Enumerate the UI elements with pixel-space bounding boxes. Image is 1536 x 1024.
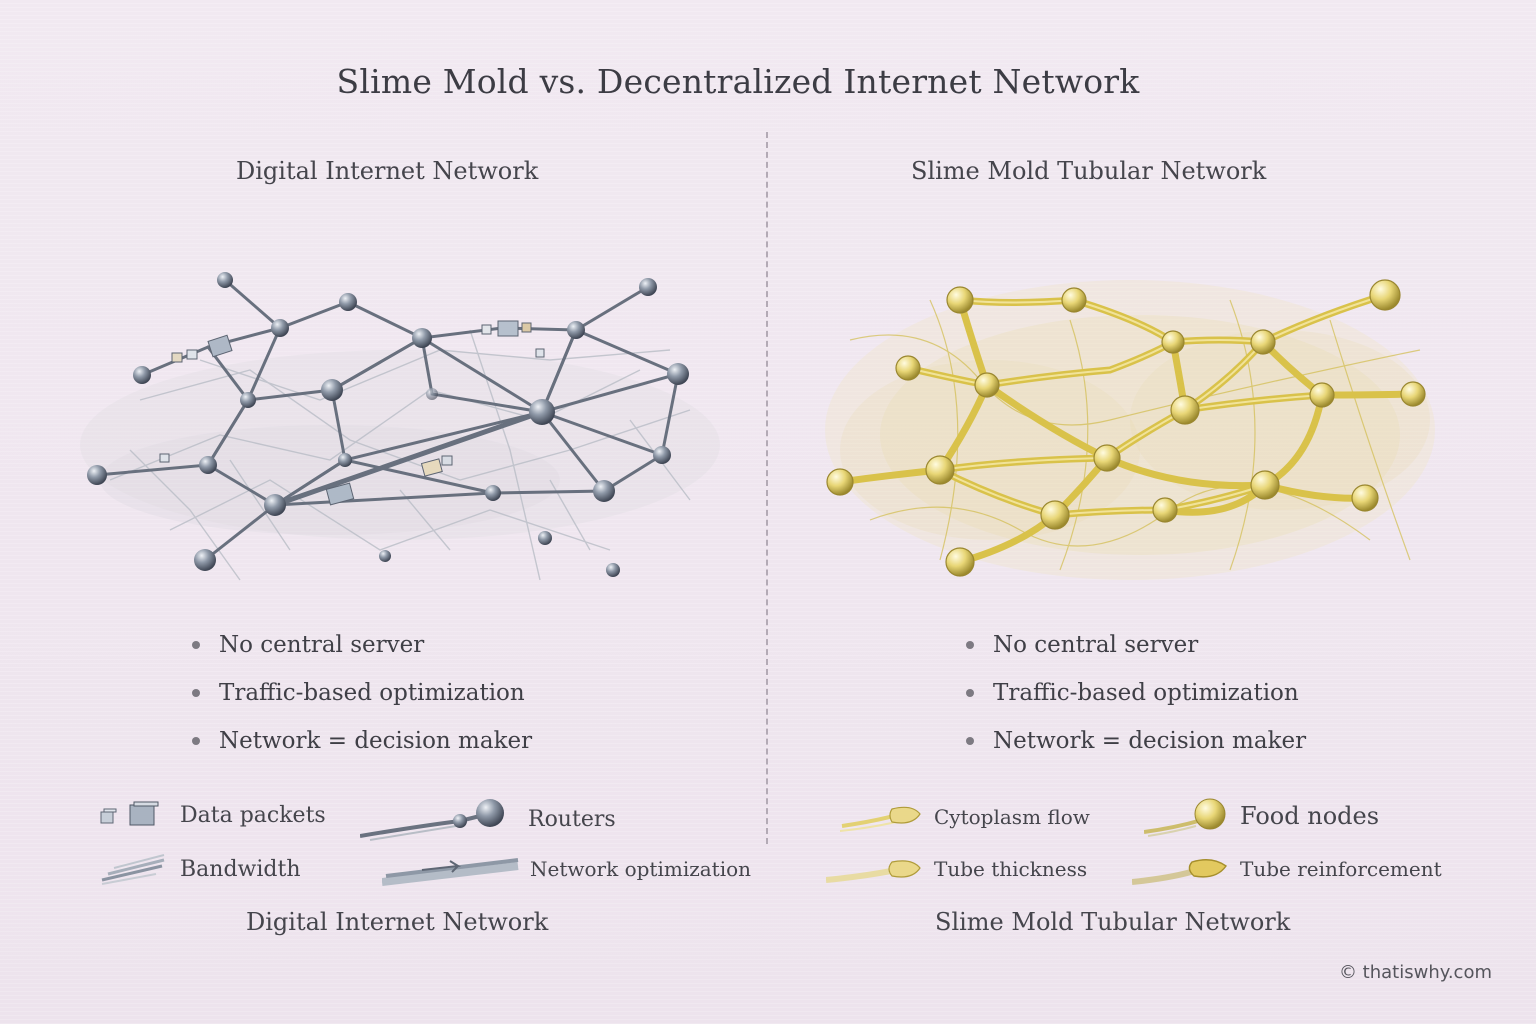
slime-panel-title: Slime Mold Tubular Network [911, 157, 1267, 185]
internet-bullet-list: No central server Traffic-based optimiza… [192, 628, 532, 772]
tube-reinforcement-icon [1132, 859, 1227, 885]
internet-faint-links [109, 329, 691, 581]
router-node [339, 293, 357, 311]
router-node [133, 366, 151, 384]
bullet-dot-icon [966, 737, 974, 745]
router-node [321, 379, 343, 401]
cytoplasm-flow-icon [840, 806, 921, 832]
router-node [653, 446, 671, 464]
food-node [1250, 329, 1276, 355]
bullet-dot-icon [192, 689, 200, 697]
legend-data-packets: Data packets [98, 800, 326, 830]
bullet-item: No central server [966, 628, 1306, 676]
data-packet [186, 349, 198, 360]
data-packet [481, 324, 492, 335]
data-packet [441, 455, 453, 466]
router-node [485, 485, 501, 501]
network-optimization-icon [382, 858, 519, 886]
router-node [338, 453, 352, 467]
router-node [199, 456, 217, 474]
internet-routers [87, 272, 689, 577]
food-node [945, 547, 975, 577]
food-node [1400, 381, 1426, 407]
bullet-dot-icon [192, 641, 200, 649]
bullet-dot-icon [966, 641, 974, 649]
router-node [639, 278, 657, 296]
food-node-icon [1144, 798, 1226, 837]
internet-network-diagram [80, 272, 720, 581]
slime-bullet-list: No central server Traffic-based optimiza… [966, 628, 1306, 772]
slime-network-diagram [825, 279, 1435, 580]
bullet-dot-icon [192, 737, 200, 745]
food-node [925, 455, 955, 485]
copyright-text: © thatiswhy.com [1338, 962, 1492, 983]
data-packet [420, 458, 443, 477]
page-title: Slime Mold vs. Decentralized Internet Ne… [336, 62, 1140, 101]
router-node [379, 550, 391, 562]
router-node [667, 363, 689, 385]
data-packet [207, 334, 233, 358]
food-node [1369, 279, 1401, 311]
data-packet [171, 352, 183, 363]
slime-caption: Slime Mold Tubular Network [935, 908, 1291, 936]
food-node [895, 355, 921, 381]
bullet-item: Network = decision maker [966, 724, 1306, 772]
food-node [974, 372, 1000, 398]
bullet-item: Network = decision maker [192, 724, 532, 772]
food-node [1309, 382, 1335, 408]
router-node [538, 531, 552, 545]
bullet-item: No central server [192, 628, 532, 676]
data-packet [159, 453, 170, 463]
internet-data-packets [159, 320, 545, 506]
slime-background-texture [825, 280, 1435, 580]
legend-tube-reinforcement: Tube reinforcement [1132, 852, 1442, 886]
data-packet [325, 482, 355, 506]
legend-food-nodes: Food nodes [1144, 794, 1379, 838]
tube-thickness-icon [826, 860, 921, 883]
food-node [1152, 497, 1178, 523]
bullet-dot-icon [966, 689, 974, 697]
router-node [426, 388, 438, 400]
food-node [1161, 330, 1185, 354]
data-packet [497, 320, 519, 337]
legend-bandwidth: Bandwidth [100, 852, 301, 886]
router-icon [360, 799, 504, 841]
router-node [240, 392, 256, 408]
food-node [1351, 484, 1379, 512]
router-node [271, 319, 289, 337]
router-node [194, 549, 216, 571]
router-node [217, 272, 233, 288]
legend-network-optimization: Network optimization [382, 852, 751, 886]
internet-caption: Digital Internet Network [246, 908, 549, 936]
food-node [946, 286, 974, 314]
center-divider [766, 132, 768, 844]
data-packet [535, 348, 545, 358]
legend-cytoplasm-flow: Cytoplasm flow [840, 800, 1090, 834]
food-node [826, 468, 854, 496]
slime-food-nodes [826, 279, 1426, 577]
legend-tube-thickness: Tube thickness [826, 852, 1087, 886]
router-node [264, 494, 286, 516]
router-node [529, 399, 555, 425]
food-node [1040, 500, 1070, 530]
data-packet [521, 322, 532, 333]
food-node [1170, 395, 1200, 425]
router-node [593, 480, 615, 502]
internet-panel-title: Digital Internet Network [236, 157, 539, 185]
router-node [606, 563, 620, 577]
data-packets-icon [100, 801, 159, 826]
food-node [1061, 287, 1087, 313]
slime-fine-veins [849, 299, 1421, 571]
router-node [567, 321, 585, 339]
bullet-item: Traffic-based optimization [966, 676, 1306, 724]
food-node [1093, 444, 1121, 472]
bullet-item: Traffic-based optimization [192, 676, 532, 724]
router-node [412, 328, 432, 348]
food-node [1250, 470, 1280, 500]
router-node [87, 465, 107, 485]
bandwidth-icon [101, 854, 165, 885]
legend-routers: Routers [360, 796, 616, 842]
